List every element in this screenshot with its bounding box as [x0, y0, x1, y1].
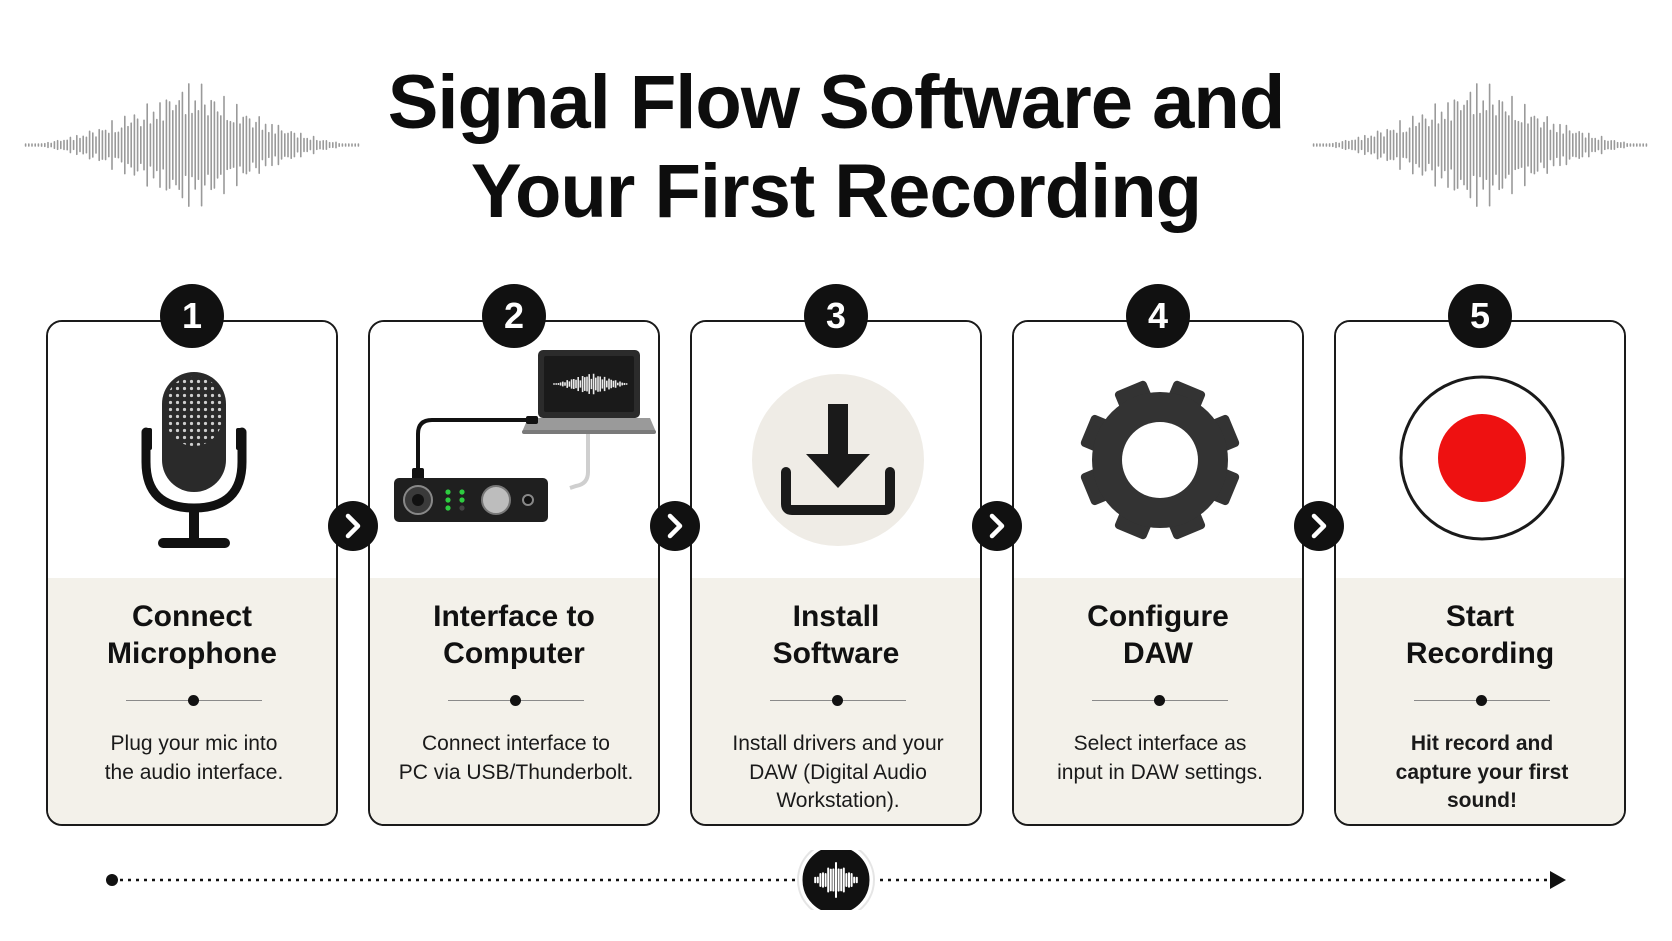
waveform-left-icon — [24, 83, 360, 207]
step-badge-4: 4 — [1126, 284, 1190, 348]
step-card-3: Install Software Install drivers and you… — [690, 320, 982, 826]
audio-wave-icon — [797, 850, 875, 910]
gear-icon — [1014, 322, 1302, 578]
card-bottom: Interface to Computer Connect interface … — [370, 578, 658, 824]
divider — [1092, 695, 1228, 707]
timeline — [106, 850, 1566, 910]
step-card-4: Configure DAW Select interface as input … — [1012, 320, 1304, 826]
card-bottom: Connect Microphone Plug your mic into th… — [48, 578, 336, 824]
next-arrow-button-1[interactable] — [328, 501, 378, 551]
step-title: Interface to Computer — [433, 600, 595, 670]
step-card-1: Connect Microphone Plug your mic into th… — [46, 320, 338, 826]
step-card-2: Interface to Computer Connect interface … — [368, 320, 660, 826]
step-title: Install Software — [772, 600, 900, 670]
step-description: Hit record and capture your first sound! — [1395, 732, 1569, 812]
step-badge-2: 2 — [482, 284, 546, 348]
divider — [1414, 695, 1550, 707]
chevron-right-icon — [667, 513, 683, 539]
step-description: Install drivers and your DAW (Digital Au… — [732, 732, 944, 812]
step-title: Connect Microphone — [107, 600, 277, 670]
download-icon — [692, 322, 980, 578]
microphone-icon — [48, 322, 336, 578]
step-badge-5: 5 — [1448, 284, 1512, 348]
divider — [126, 695, 262, 707]
next-arrow-button-3[interactable] — [972, 501, 1022, 551]
card-bottom: Start Recording Hit record and capture y… — [1336, 578, 1624, 824]
waveform-right-icon — [1312, 83, 1648, 207]
step-description: Connect interface to PC via USB/Thunderb… — [398, 732, 634, 784]
next-arrow-button-2[interactable] — [650, 501, 700, 551]
card-bottom: Install Software Install drivers and you… — [692, 578, 980, 824]
page-title: Signal Flow Software and Your First Reco… — [0, 58, 1672, 236]
page-title-line2: Your First Recording — [470, 149, 1202, 234]
chevron-right-icon — [989, 513, 1005, 539]
chevron-right-icon — [345, 513, 361, 539]
step-description: Plug your mic into the audio interface. — [104, 732, 284, 784]
card-bottom: Configure DAW Select interface as input … — [1014, 578, 1302, 824]
step-description: Select interface as input in DAW setting… — [1057, 732, 1263, 784]
step-card-5: Start Recording Hit record and capture y… — [1334, 320, 1626, 826]
page-title-line1: Signal Flow Software and — [387, 60, 1286, 145]
step-title: Start Recording — [1405, 600, 1555, 670]
step-title: Configure DAW — [1087, 600, 1229, 670]
interface-laptop-icon — [370, 322, 658, 578]
next-arrow-button-4[interactable] — [1294, 501, 1344, 551]
chevron-right-icon — [1311, 513, 1327, 539]
record-icon — [1336, 322, 1624, 578]
divider — [448, 695, 584, 707]
step-badge-3: 3 — [804, 284, 868, 348]
step-badge-1: 1 — [160, 284, 224, 348]
divider — [770, 695, 906, 707]
